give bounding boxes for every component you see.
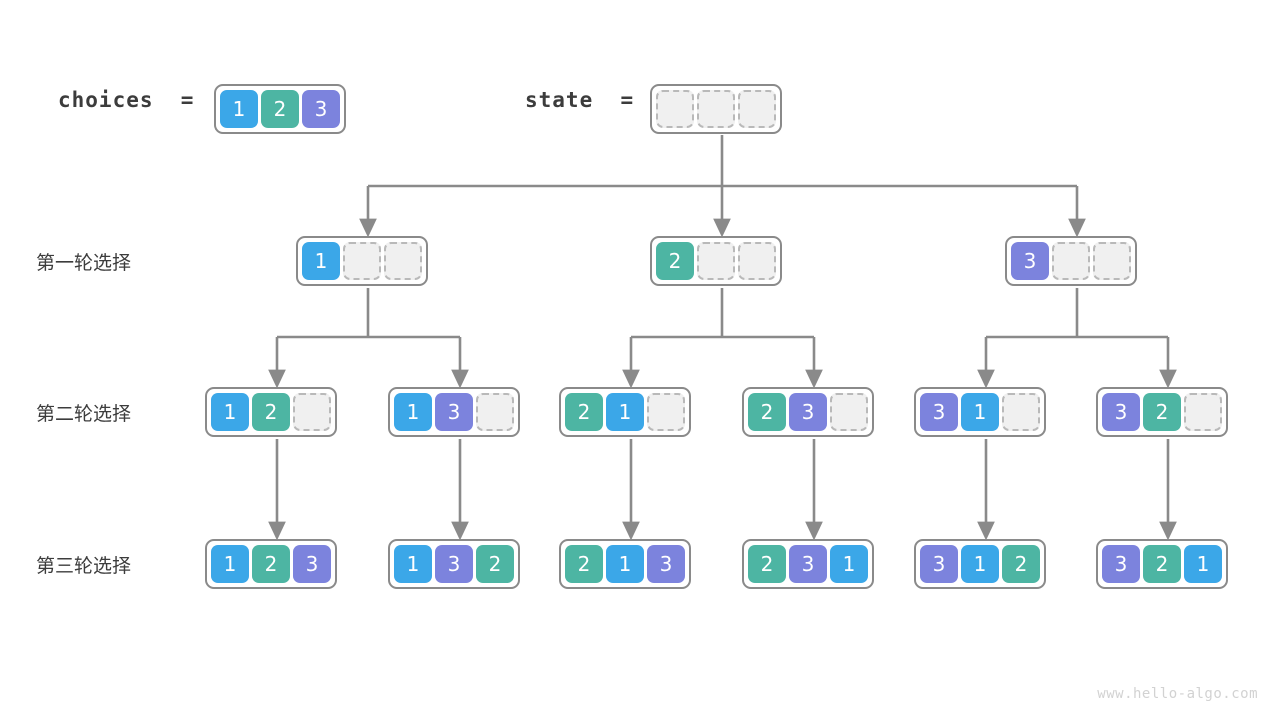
node-round-3-4-cell-2: 2: [1002, 545, 1040, 583]
node-round-3-1-cell-2: 2: [476, 545, 514, 583]
row-label-round-1: 第一轮选择: [36, 252, 132, 274]
choices-cell-1: 2: [261, 90, 299, 128]
node-round-2-5-cell-0: 3: [1102, 393, 1140, 431]
node-round-1-1-cell-0: 2: [656, 242, 694, 280]
state-array: [650, 84, 782, 134]
node-round-1-2-empty-cell-2: [1093, 242, 1131, 280]
node-round-2-5-cell-1: 2: [1143, 393, 1181, 431]
node-round-3-1-cell-0: 1: [394, 545, 432, 583]
node-round-2-4-cell-1: 1: [961, 393, 999, 431]
node-round-2-3-cell-0: 2: [748, 393, 786, 431]
node-round-3-3-cell-0: 2: [748, 545, 786, 583]
row-label-round-3: 第三轮选择: [36, 555, 132, 577]
node-round-3-0-cell-0: 1: [211, 545, 249, 583]
node-round-2-4-empty-cell-2: [1002, 393, 1040, 431]
node-round-2-4-cell-0: 3: [920, 393, 958, 431]
node-round-1-2-cell-0: 3: [1011, 242, 1049, 280]
node-round-3-5-cell-2: 1: [1184, 545, 1222, 583]
state-label: state =: [525, 88, 635, 112]
node-round-3-1-cell-1: 3: [435, 545, 473, 583]
row-label-round-2: 第二轮选择: [36, 403, 132, 425]
node-round-3-2-cell-2: 3: [647, 545, 685, 583]
node-round-1-2-empty-cell-1: [1052, 242, 1090, 280]
node-round-1-1-empty-cell-2: [738, 242, 776, 280]
node-round-3-2-cell-1: 1: [606, 545, 644, 583]
node-round-1-1: 2: [650, 236, 782, 286]
node-round-3-4-cell-1: 1: [961, 545, 999, 583]
node-round-3-2-cell-0: 2: [565, 545, 603, 583]
node-round-2-0-cell-0: 1: [211, 393, 249, 431]
state-empty-cell-0: [656, 90, 694, 128]
node-round-1-0-cell-0: 1: [302, 242, 340, 280]
node-round-2-3-empty-cell-2: [830, 393, 868, 431]
node-round-1-0: 1: [296, 236, 428, 286]
node-round-2-2-cell-0: 2: [565, 393, 603, 431]
node-round-2-2-empty-cell-2: [647, 393, 685, 431]
node-round-3-5-cell-1: 2: [1143, 545, 1181, 583]
node-round-3-3-cell-1: 3: [789, 545, 827, 583]
node-round-3-0-cell-2: 3: [293, 545, 331, 583]
watermark: www.hello-algo.com: [1097, 686, 1258, 702]
node-round-2-0-cell-1: 2: [252, 393, 290, 431]
node-round-3-5-cell-0: 3: [1102, 545, 1140, 583]
node-round-1-0-empty-cell-1: [343, 242, 381, 280]
choices-cell-0: 1: [220, 90, 258, 128]
node-round-2-3-cell-1: 3: [789, 393, 827, 431]
node-round-2-1-cell-0: 1: [394, 393, 432, 431]
state-empty-cell-2: [738, 90, 776, 128]
choices-cell-2: 3: [302, 90, 340, 128]
node-round-3-3-cell-2: 1: [830, 545, 868, 583]
node-round-3-0-cell-1: 2: [252, 545, 290, 583]
state-empty-cell-1: [697, 90, 735, 128]
node-round-1-2: 3: [1005, 236, 1137, 286]
node-round-2-2-cell-1: 1: [606, 393, 644, 431]
node-round-2-1-empty-cell-2: [476, 393, 514, 431]
node-round-2-0-empty-cell-2: [293, 393, 331, 431]
node-round-1-0-empty-cell-2: [384, 242, 422, 280]
node-round-2-1-cell-1: 3: [435, 393, 473, 431]
node-round-3-4-cell-0: 3: [920, 545, 958, 583]
node-round-2-5-empty-cell-2: [1184, 393, 1222, 431]
choices-label: choices =: [58, 88, 195, 112]
node-round-1-1-empty-cell-1: [697, 242, 735, 280]
